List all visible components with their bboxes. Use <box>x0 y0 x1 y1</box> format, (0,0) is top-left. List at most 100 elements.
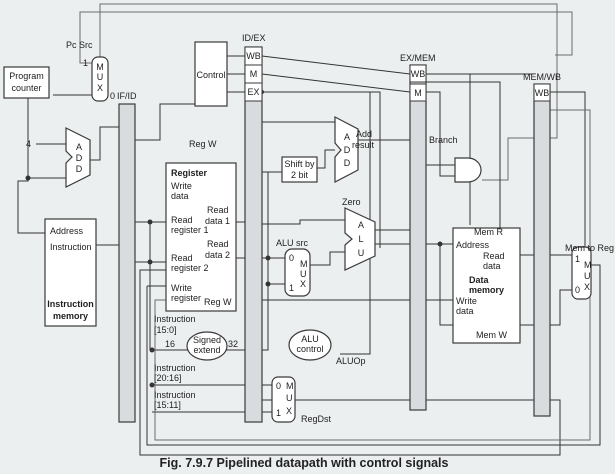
svg-text:Branch: Branch <box>429 135 458 145</box>
svg-text:Add: Add <box>356 129 372 139</box>
mem-wb-register: WB MEM/WB <box>523 72 561 417</box>
svg-text:data: data <box>171 191 189 201</box>
svg-text:U: U <box>584 271 591 281</box>
data-memory: Mem R Address Read data Data memory Writ… <box>452 227 521 344</box>
svg-text:data: data <box>483 261 501 271</box>
svg-text:IF/ID: IF/ID <box>117 91 137 101</box>
svg-text:Address: Address <box>50 226 84 236</box>
svg-text:MEM/WB: MEM/WB <box>523 72 561 82</box>
mem-to-reg-mux: 1 M U X 0 Mem to Reg <box>565 243 614 300</box>
svg-text:16: 16 <box>165 339 175 349</box>
svg-text:Control: Control <box>196 70 225 80</box>
svg-text:D: D <box>344 145 351 155</box>
svg-text:Reg W: Reg W <box>189 139 217 149</box>
svg-text:U: U <box>97 72 104 82</box>
svg-text:ALU src: ALU src <box>276 238 309 248</box>
svg-text:X: X <box>300 279 306 289</box>
svg-text:Shift by: Shift by <box>284 159 315 169</box>
svg-text:[20:16]: [20:16] <box>154 373 182 383</box>
svg-text:Pc Src: Pc Src <box>66 40 93 50</box>
svg-text:0: 0 <box>276 381 281 391</box>
svg-text:[15:0]: [15:0] <box>154 325 177 335</box>
svg-text:Read: Read <box>171 215 193 225</box>
branch-adder: A D D Add result <box>334 116 375 183</box>
svg-text:Instruction: Instruction <box>47 299 94 309</box>
svg-text:WB: WB <box>246 51 261 61</box>
svg-text:Mem to Reg: Mem to Reg <box>565 243 614 253</box>
svg-text:A: A <box>344 132 350 142</box>
junction-dots <box>25 90 443 388</box>
program-counter: Program counter <box>3 66 50 99</box>
svg-text:2 bit: 2 bit <box>291 170 309 180</box>
svg-text:ID/EX: ID/EX <box>242 33 266 43</box>
svg-text:D: D <box>76 153 83 163</box>
svg-text:0: 0 <box>289 253 294 263</box>
svg-text:Register: Register <box>171 168 208 178</box>
svg-text:U: U <box>300 269 307 279</box>
svg-text:Mem R: Mem R <box>474 227 504 237</box>
svg-text:Write: Write <box>171 283 192 293</box>
svg-text:U: U <box>286 393 293 403</box>
svg-text:register 2: register 2 <box>171 263 209 273</box>
svg-text:ALUOp: ALUOp <box>336 356 366 366</box>
svg-text:A: A <box>358 220 364 230</box>
svg-text:memory: memory <box>469 285 504 295</box>
svg-text:register 1: register 1 <box>171 225 209 235</box>
register-file: Register Write data Read register 1 Read… <box>165 139 237 312</box>
svg-text:data: data <box>456 306 474 316</box>
svg-text:Instruction: Instruction <box>50 242 92 252</box>
svg-text:M: M <box>286 381 294 391</box>
svg-text:Instruction: Instruction <box>154 390 196 400</box>
svg-text:Address: Address <box>456 240 490 250</box>
svg-text:[15:11]: [15:11] <box>154 400 181 410</box>
instruction-field-labels: Instruction [15:0] Instruction [20:16] I… <box>154 314 196 410</box>
svg-text:RegDst: RegDst <box>301 414 332 424</box>
id-ex-register: WB M EX ID/EX <box>242 33 266 423</box>
svg-text:counter: counter <box>11 83 41 93</box>
branch-and-gate: Branch <box>429 135 482 183</box>
svg-text:Zero: Zero <box>342 197 361 207</box>
control-unit: Control <box>194 41 228 107</box>
svg-text:Reg W: Reg W <box>204 297 232 307</box>
svg-text:1: 1 <box>83 58 88 68</box>
sign-extend: Signed extend 16 32 <box>165 331 238 361</box>
svg-text:M: M <box>584 260 592 270</box>
instruction-memory: Address Instruction Instruction memory <box>44 218 97 327</box>
svg-text:M: M <box>96 62 104 72</box>
if-id-register: IF/ID <box>117 91 137 423</box>
svg-text:1: 1 <box>575 254 580 264</box>
svg-text:D: D <box>344 158 351 168</box>
svg-text:extend: extend <box>193 345 220 355</box>
svg-text:Read: Read <box>483 251 505 261</box>
svg-text:32: 32 <box>228 339 238 349</box>
svg-text:Read: Read <box>207 239 229 249</box>
svg-text:Instruction: Instruction <box>154 363 196 373</box>
figure-caption: Fig. 7.9.7 Pipelined datapath with contr… <box>160 456 449 470</box>
svg-text:memory: memory <box>53 311 88 321</box>
alu-src-mux: 0 M U X 1 ALU src <box>276 238 311 297</box>
svg-text:WB: WB <box>411 69 426 79</box>
svg-text:EX/MEM: EX/MEM <box>400 53 436 63</box>
svg-text:X: X <box>97 83 103 93</box>
svg-text:M: M <box>300 259 308 269</box>
svg-text:1: 1 <box>276 408 281 418</box>
pc-adder: A D D 4 <box>26 127 91 188</box>
svg-text:0: 0 <box>110 91 115 101</box>
svg-text:data 2: data 2 <box>205 250 230 260</box>
pc-source-mux: M U X 1 0 Pc Src <box>66 40 115 102</box>
svg-text:WB: WB <box>535 88 550 98</box>
svg-text:Instruction: Instruction <box>154 314 196 324</box>
svg-text:Write: Write <box>171 181 192 191</box>
alu: A L U Zero <box>342 197 376 271</box>
svg-text:X: X <box>286 406 292 416</box>
svg-text:A: A <box>76 142 82 152</box>
svg-text:Write: Write <box>456 296 477 306</box>
svg-text:0: 0 <box>575 285 580 295</box>
alu-control: ALU control ALUOp <box>288 329 366 366</box>
reg-dst-mux: 0 M U X 1 RegDst <box>271 376 332 424</box>
svg-text:EX: EX <box>247 87 259 97</box>
svg-text:1: 1 <box>289 283 294 293</box>
svg-text:Program: Program <box>9 71 44 81</box>
